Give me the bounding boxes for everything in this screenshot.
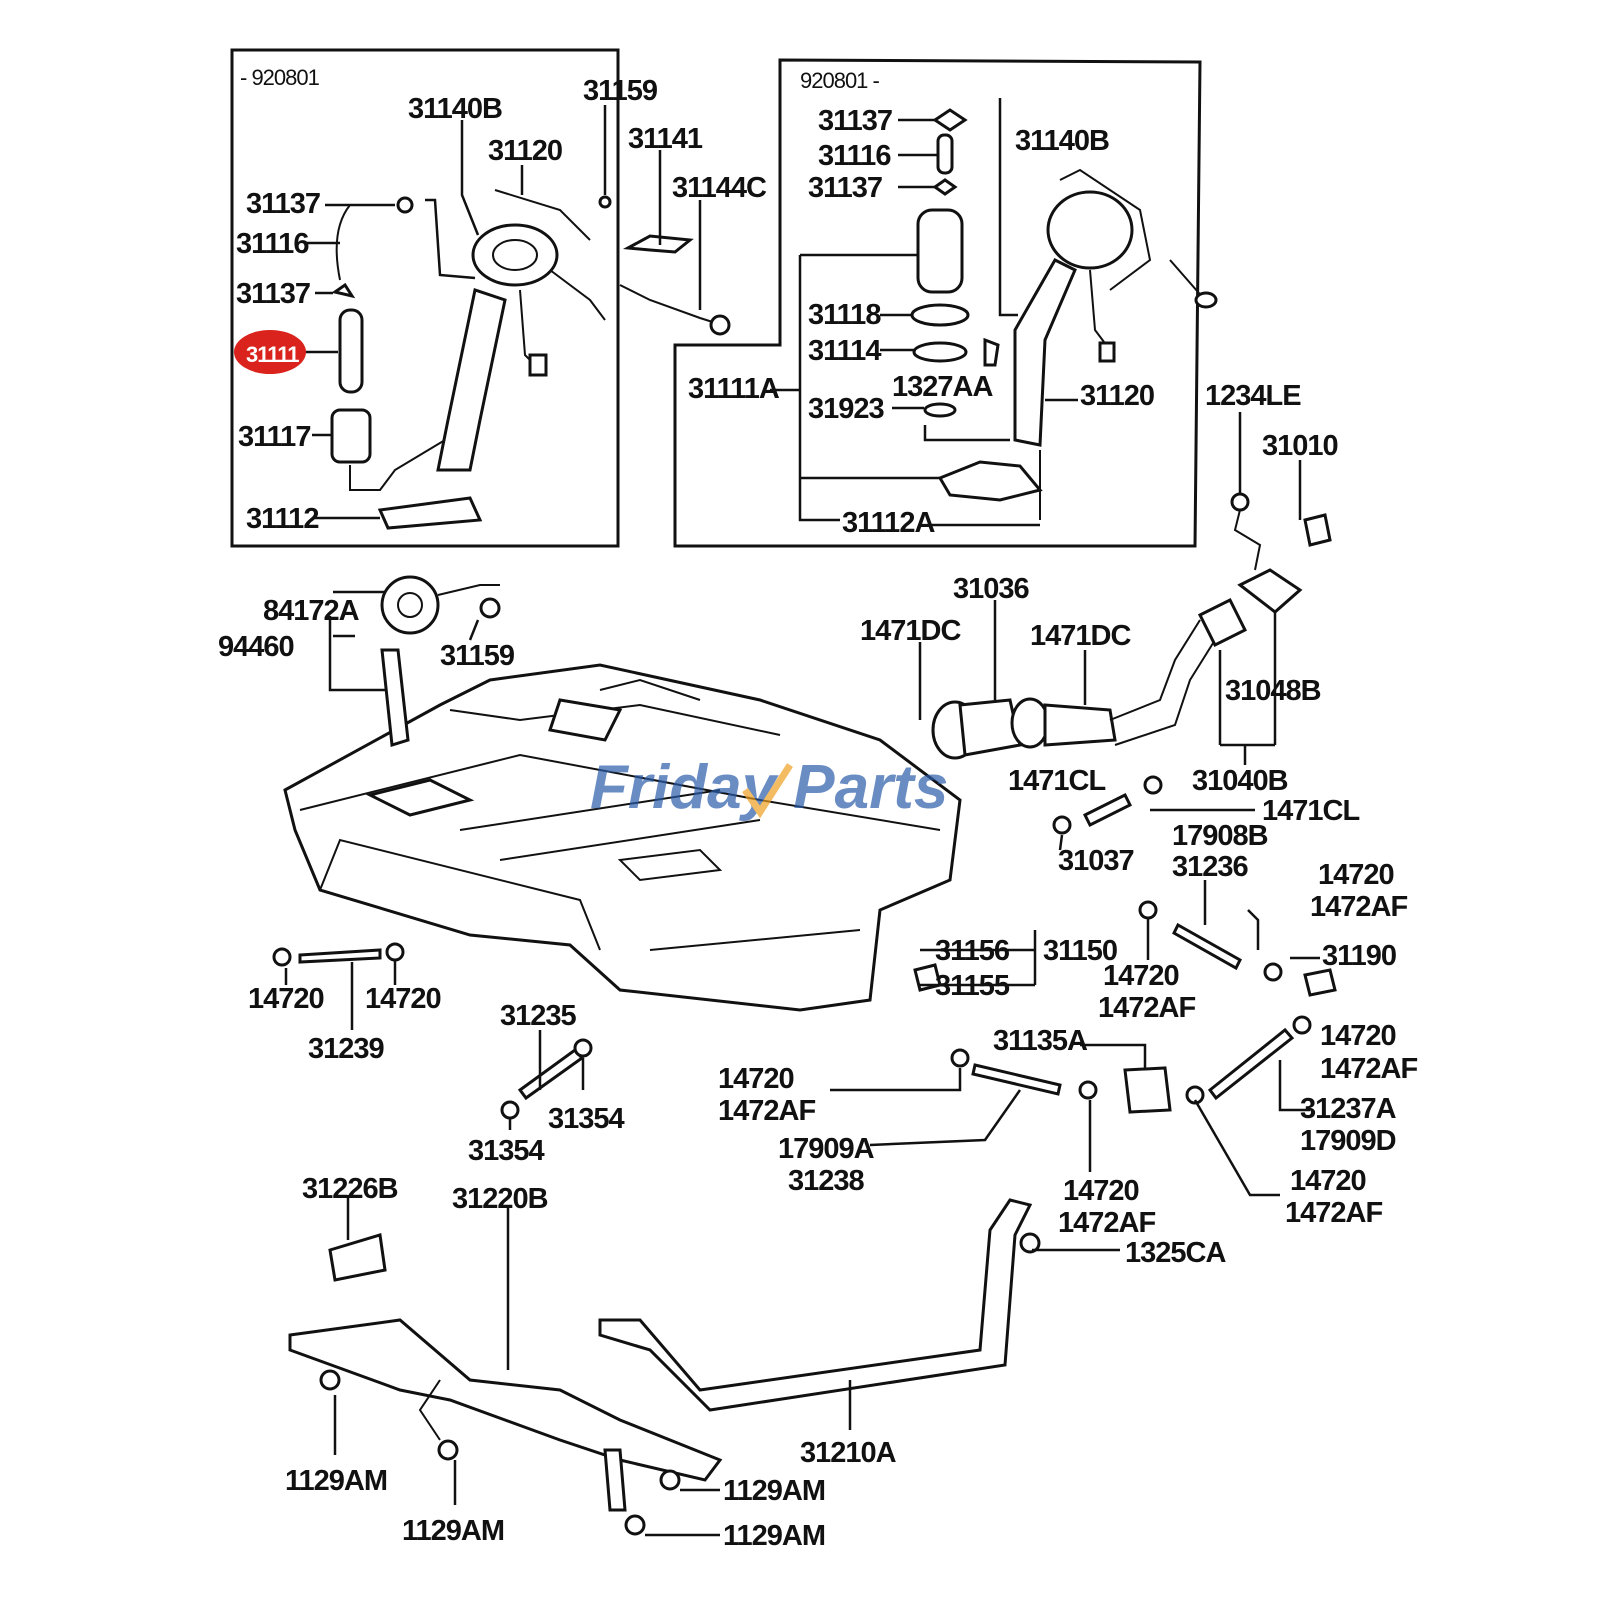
inset-right-frame [673,58,1202,548]
label-31155[interactable]: 31155 [935,970,1011,1002]
label-14720-bottom-mid[interactable]: 14720 [1063,1175,1140,1207]
fuel-tank [283,663,962,1012]
label-1327aa[interactable]: 1327AA [892,371,994,403]
inset-left-frame [230,48,620,548]
fuel-tank-main-assembly: 1234LE 31010 31036 1471DC 1471DC 31048B … [218,380,1418,1552]
label-31156[interactable]: 31156 [935,935,1011,967]
tank-straps-and-crossmember [288,1198,1041,1536]
label-1129am-bottom-left[interactable]: 1129AM [402,1515,505,1547]
label-31040b[interactable]: 31040B [1192,765,1289,797]
inset-left-range-label: - 920801 [240,65,320,90]
sender-unit-84172a [380,575,501,747]
fuel-pump-assembly-old [330,189,731,530]
label-31235[interactable]: 31235 [500,1000,578,1032]
label-1129am-right-lower[interactable]: 1129AM [723,1520,826,1552]
label-31226b[interactable]: 31226B [302,1173,399,1205]
label-31159[interactable]: 31159 [440,640,516,672]
label-31037[interactable]: 31037 [1058,845,1135,877]
label-31135a[interactable]: 31135A [993,1025,1089,1057]
label-14720-upper-right[interactable]: 14720 [1318,859,1395,891]
label-17909d[interactable]: 17909D [1300,1125,1397,1157]
label-1129am-right-upper[interactable]: 1129AM [723,1475,826,1507]
label-14720-right-2[interactable]: 14720 [1320,1020,1397,1052]
label-31114[interactable]: 31114 [808,335,882,367]
label-31112[interactable]: 31112 [246,503,319,535]
label-14720-mid[interactable]: 14720 [1103,960,1180,992]
inset-right-post-920801: 920801 - [673,58,1218,548]
label-31144c[interactable]: 31144C [672,172,768,204]
label-31048b[interactable]: 31048B [1225,675,1322,707]
inset-left-pre-920801: - 920801 [230,48,768,548]
label-14720-left-a[interactable]: 14720 [248,983,325,1015]
label-14720-left-b[interactable]: 14720 [365,983,442,1015]
main-leaders [284,412,1320,1537]
label-14720-bottom-right[interactable]: 14720 [1290,1165,1367,1197]
watermark-text: Friday Parts [590,753,948,822]
label-1472af-left-2[interactable]: 1472AF [718,1095,816,1127]
label-1472af-right-2[interactable]: 1472AF [1320,1053,1418,1085]
label-31238[interactable]: 31238 [788,1165,866,1197]
inset-left-leaders [305,105,702,520]
label-31120[interactable]: 31120 [1080,380,1155,412]
label-14720-left-2[interactable]: 14720 [718,1063,795,1095]
inset-right-range-label: 920801 - [800,68,880,93]
label-31220b[interactable]: 31220B [452,1183,549,1215]
fuel-pump-assembly-new [910,108,1218,520]
label-31117[interactable]: 31117 [238,421,311,453]
label-1472af-mid[interactable]: 1472AF [1098,992,1196,1024]
label-31118[interactable]: 31118 [808,299,882,331]
label-31236[interactable]: 31236 [1172,851,1250,883]
label-31239[interactable]: 31239 [308,1033,386,1065]
label-31923[interactable]: 31923 [808,393,886,425]
label-31237a[interactable]: 31237A [1300,1093,1398,1125]
filler-neck-assembly [931,492,1332,835]
label-31111[interactable]: 31111 [246,342,300,367]
label-31140b[interactable]: 31140B [1015,125,1110,157]
label-1472af-upper-right[interactable]: 1472AF [1310,891,1408,923]
label-1471dc-left[interactable]: 1471DC [860,615,962,647]
label-31116[interactable]: 31116 [236,228,310,260]
label-31150[interactable]: 31150 [1043,935,1118,967]
label-31141[interactable]: 31141 [628,123,704,155]
label-1129am-left[interactable]: 1129AM [285,1465,388,1497]
label-31137-bottom[interactable]: 31137 [808,172,883,204]
label-31112a[interactable]: 31112A [842,507,936,539]
label-31354-left[interactable]: 31354 [468,1135,546,1167]
label-31111a[interactable]: 31111A [688,373,781,405]
label-31137-top[interactable]: 31137 [246,188,321,220]
label-31116[interactable]: 31116 [818,140,892,172]
label-17908b[interactable]: 17908B [1172,820,1269,852]
highlight-circle [234,330,306,374]
label-31159[interactable]: 31159 [583,75,659,107]
label-31036[interactable]: 31036 [953,573,1031,605]
label-84172a[interactable]: 84172A [263,595,361,627]
label-1234le[interactable]: 1234LE [1205,380,1302,412]
label-31140b[interactable]: 31140B [408,93,503,125]
label-31137-bottom[interactable]: 31137 [236,278,311,310]
label-17909a[interactable]: 17909A [778,1133,876,1165]
label-31010[interactable]: 31010 [1262,430,1339,462]
label-1472af-bottom-right[interactable]: 1472AF [1285,1197,1383,1229]
label-31210a[interactable]: 31210A [800,1437,898,1469]
label-94460[interactable]: 94460 [218,631,295,663]
label-31354-right[interactable]: 31354 [548,1103,626,1135]
watermark-logo: Friday Parts [590,753,948,822]
watermark-check-icon [742,763,793,819]
inset-right-leaders [770,98,1078,527]
label-1325ca[interactable]: 1325CA [1125,1237,1227,1269]
label-31120[interactable]: 31120 [488,135,563,167]
label-31190[interactable]: 31190 [1322,940,1397,972]
label-1471cl-left[interactable]: 1471CL [1008,765,1106,797]
label-1471cl-right[interactable]: 1471CL [1262,795,1360,827]
label-1472af-bottom-mid[interactable]: 1472AF [1058,1207,1156,1239]
label-1471dc-right[interactable]: 1471DC [1030,620,1132,652]
label-31137-top[interactable]: 31137 [818,105,893,137]
